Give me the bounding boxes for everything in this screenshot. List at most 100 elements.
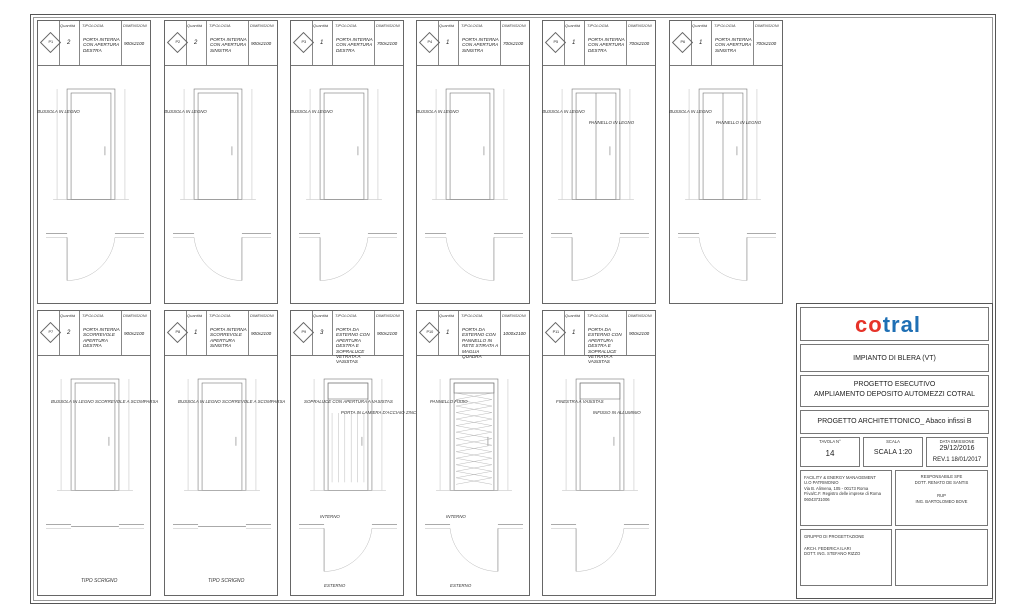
inside-label: INTERNO (320, 514, 340, 520)
door-elevation (558, 88, 634, 200)
door-code: P2 (175, 40, 181, 45)
code-cell (38, 21, 60, 65)
quantity-header: Quantità (187, 313, 203, 318)
mesh-line (456, 425, 492, 433)
door-dimensions: 900x2100 (251, 41, 272, 46)
project-line-1: PROGETTO ESECUTIVO (853, 381, 936, 388)
responsible-box: RESPONSABILE SFE DOTT. RENATO DE SANTIS … (895, 470, 988, 526)
type-header: TIPOLOGIA (714, 23, 736, 28)
door-plan (173, 524, 271, 529)
swing-arc (320, 237, 369, 281)
code-cell (165, 21, 187, 65)
door-quantity: 2 (194, 40, 198, 46)
swing-arc (449, 528, 498, 572)
signature-box (895, 529, 988, 586)
dims-header: DIMENSIONI (628, 313, 652, 318)
door-drawing (425, 378, 523, 572)
logo-letter: l (913, 312, 921, 337)
mesh-line (456, 444, 492, 452)
code-cell (543, 21, 565, 65)
door-note-2: PANNELLO IN LEGNO (588, 119, 635, 125)
dims-header: DIMENSIONI (628, 23, 652, 28)
qty-cell (439, 311, 459, 355)
door-code: P5 (553, 40, 559, 45)
door-dimensions: 900x2100 (251, 331, 272, 336)
dims-header: DIMENSIONI (250, 23, 274, 28)
issue-date: 29/12/2016 (939, 445, 975, 452)
door-drawing (299, 378, 397, 572)
mesh-line (456, 438, 492, 446)
door-note: BUSSOLA IN LEGNO (542, 108, 585, 114)
resp-name: DOTT. RENATO DE SANTIS (914, 480, 969, 485)
qty-cell (313, 21, 333, 65)
door-drawing (551, 88, 649, 281)
dims-header: DIMENSIONI (755, 23, 779, 28)
door-elevation (685, 88, 761, 200)
type-cell (459, 21, 501, 65)
mesh-line (456, 405, 492, 413)
door-code: P6 (680, 40, 686, 45)
type-cell (585, 311, 627, 355)
door-description: PORTA INTERNA CON APERTURA DESTRA (83, 37, 120, 53)
door-quantity: 1 (572, 330, 576, 336)
door-note: PANNELLO FISSO (430, 399, 468, 405)
swing-arc (445, 237, 494, 281)
dims-header: DIMENSIONI (376, 313, 400, 318)
date-box: DATA EMISSIONE 29/12/2016 REV.1 18/01/20… (926, 437, 988, 467)
table-number: 14 (825, 449, 835, 458)
code-cell (543, 311, 565, 355)
type-header: TIPOLOGIA (587, 313, 609, 318)
type-header: TIPOLOGIA (209, 313, 231, 318)
quantity-header: Quantità (187, 23, 203, 28)
door-frame (70, 378, 120, 491)
door-plan (678, 233, 776, 281)
code-cell (417, 311, 439, 355)
mesh-line (456, 464, 492, 472)
mesh-line (456, 418, 492, 426)
door-elevation (184, 378, 260, 491)
door-quantity: 1 (699, 40, 703, 46)
door-drawing (173, 378, 271, 529)
door-note-2: PORTA IN LAMIERA D'ACCIAIO ZINCATO PRESS… (340, 410, 463, 416)
door-elevation (306, 88, 382, 200)
date-label: DATA EMISSIONE (939, 439, 975, 444)
quantity-header: Quantità (565, 23, 581, 28)
door-quantity: 1 (194, 330, 198, 336)
door-frame (66, 88, 116, 200)
qty-cell (439, 21, 459, 65)
drawing-title: PROGETTO ARCHITETTONICO_ Abaco infissi B (817, 418, 972, 425)
type-cell (712, 21, 754, 65)
qty-cell (60, 21, 80, 65)
door-elevation (432, 88, 508, 200)
door-dimensions: 700x2100 (377, 41, 398, 46)
door-description: PORTA INTERNA CON APERTURA DESTRA (336, 37, 373, 53)
swing-arc (698, 237, 747, 281)
door-code: P10 (426, 330, 434, 335)
code-cell (291, 21, 313, 65)
door-quantity: 1 (446, 40, 450, 46)
quantity-header: Quantità (60, 313, 76, 318)
door-code: P9 (301, 330, 307, 335)
code-cell (417, 21, 439, 65)
resp-label: RESPONSABILE SFE (920, 474, 963, 479)
logo-letter: c (855, 312, 869, 337)
door-elevation (562, 378, 638, 491)
door-dimensions: 700x2100 (503, 41, 524, 46)
door-plan (551, 524, 649, 572)
qty-cell (692, 21, 712, 65)
logo-letter: t (882, 312, 892, 337)
type-cell (333, 21, 375, 65)
door-description: PORTA DA ESTERNO CON PANNELLO IN RETE ST… (462, 327, 499, 360)
type-cell (459, 311, 501, 355)
dims-header: DIMENSIONI (502, 23, 526, 28)
